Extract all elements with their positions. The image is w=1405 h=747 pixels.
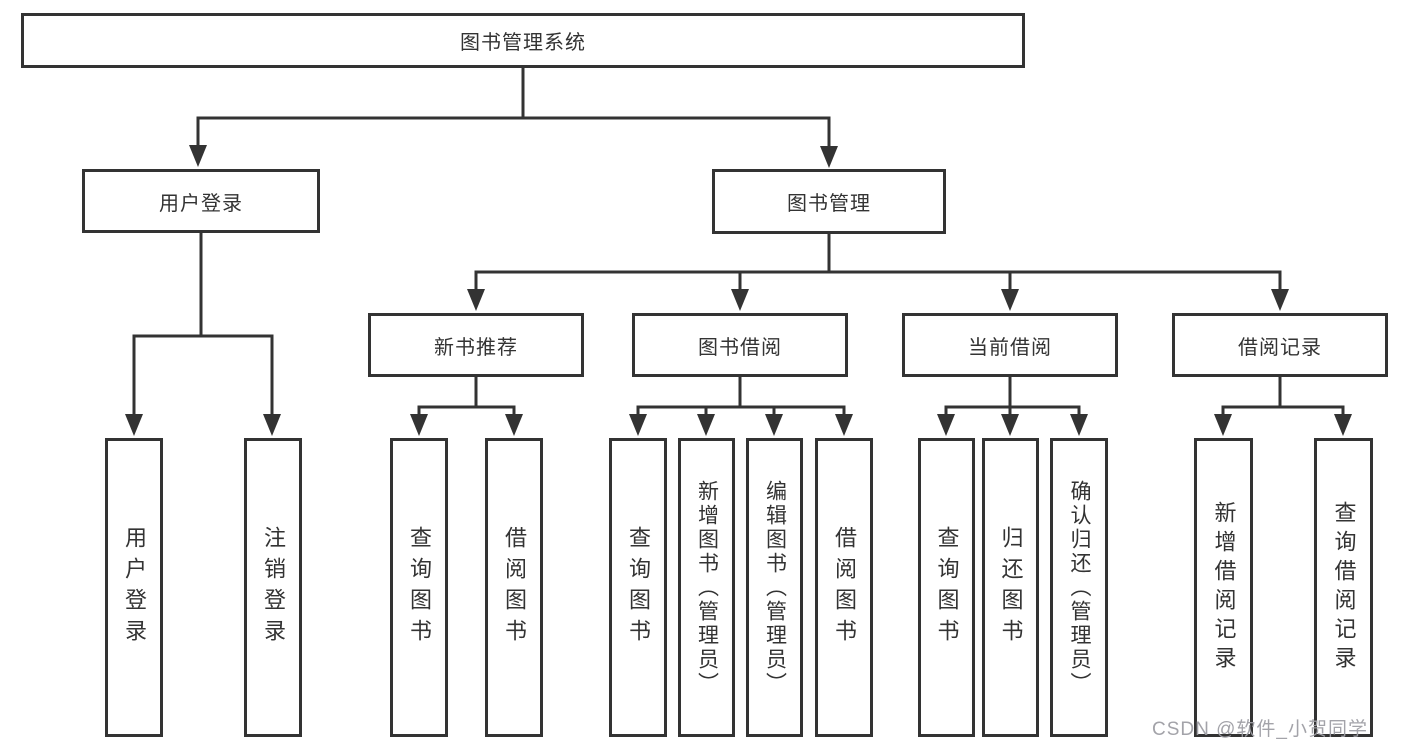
leaf-query-books: 查询图书 — [390, 438, 448, 737]
leaf-add-borrow-record-label: 新增借阅记录 — [1211, 500, 1237, 675]
leaf-add-books-admin: 新增图书（管理员） — [678, 438, 735, 737]
node-root-label: 图书管理系统 — [460, 32, 586, 54]
arrowheads — [125, 145, 1352, 436]
leaf-user-login: 用户登录 — [105, 438, 163, 737]
leaf-logout: 注销登录 — [244, 438, 302, 737]
leaf-borrow-books-label: 借阅图书 — [832, 525, 857, 650]
leaf-edit-books-admin-label: 编辑图书（管理员） — [763, 479, 787, 696]
leaf-confirm-return-admin-label: 确认归还（管理员） — [1068, 479, 1091, 696]
leaf-query-books: 查询图书 — [609, 438, 667, 737]
leaf-add-borrow-record: 新增借阅记录 — [1194, 438, 1253, 737]
node-new-book-recommend-label: 新书推荐 — [434, 336, 518, 359]
node-book-management-label: 图书管理 — [787, 193, 871, 215]
leaf-borrow-books: 借阅图书 — [815, 438, 873, 737]
leaf-borrow-books: 借阅图书 — [485, 438, 543, 737]
node-user-login-label: 用户登录 — [159, 192, 243, 215]
connector-borrowrecords-to-leaves — [1221, 377, 1345, 419]
leaf-query-books: 查询图书 — [918, 438, 975, 737]
node-borrow-records-label: 借阅记录 — [1238, 336, 1322, 359]
leaf-logout-label: 注销登录 — [261, 525, 286, 650]
leaf-edit-books-admin: 编辑图书（管理员） — [746, 438, 803, 737]
leaf-user-login-label: 用户登录 — [122, 525, 147, 650]
node-current-borrow: 当前借阅 — [902, 313, 1118, 377]
leaf-confirm-return-admin: 确认归还（管理员） — [1050, 438, 1108, 737]
node-book-borrow: 图书借阅 — [632, 313, 848, 377]
node-user-login-branch: 用户登录 — [82, 169, 320, 233]
leaf-query-books-label: 查询图书 — [934, 525, 960, 650]
node-current-borrow-label: 当前借阅 — [968, 336, 1052, 359]
node-borrow-records: 借阅记录 — [1172, 313, 1388, 377]
leaf-add-books-admin-label: 新增图书（管理员） — [695, 479, 719, 696]
node-new-book-recommend: 新书推荐 — [368, 313, 584, 377]
node-book-management-branch: 图书管理 — [712, 169, 946, 234]
csdn-watermark: CSDN @软件_小贺同学 — [1152, 719, 1368, 740]
leaf-query-borrow-record: 查询借阅记录 — [1314, 438, 1373, 737]
connector-userlogin-to-leaves — [132, 233, 274, 419]
connector-newbookrec-to-leaves — [417, 377, 516, 419]
leaf-query-books-label: 查询图书 — [626, 525, 651, 650]
node-root-system: 图书管理系统 — [21, 13, 1025, 68]
leaf-query-books-label: 查询图书 — [407, 525, 432, 650]
connector-root-to-level2 — [196, 68, 831, 151]
leaf-return-books-label: 归还图书 — [998, 525, 1024, 650]
leaf-query-borrow-record-label: 查询借阅记录 — [1331, 500, 1357, 675]
connector-bookborrow-to-leaves — [636, 377, 846, 419]
node-book-borrow-label: 图书借阅 — [698, 336, 782, 359]
leaf-return-books: 归还图书 — [982, 438, 1039, 737]
connector-currentborrow-to-leaves — [944, 377, 1081, 419]
leaf-borrow-books-label: 借阅图书 — [502, 525, 527, 650]
connector-bookmgmt-to-level3 — [474, 234, 1282, 294]
